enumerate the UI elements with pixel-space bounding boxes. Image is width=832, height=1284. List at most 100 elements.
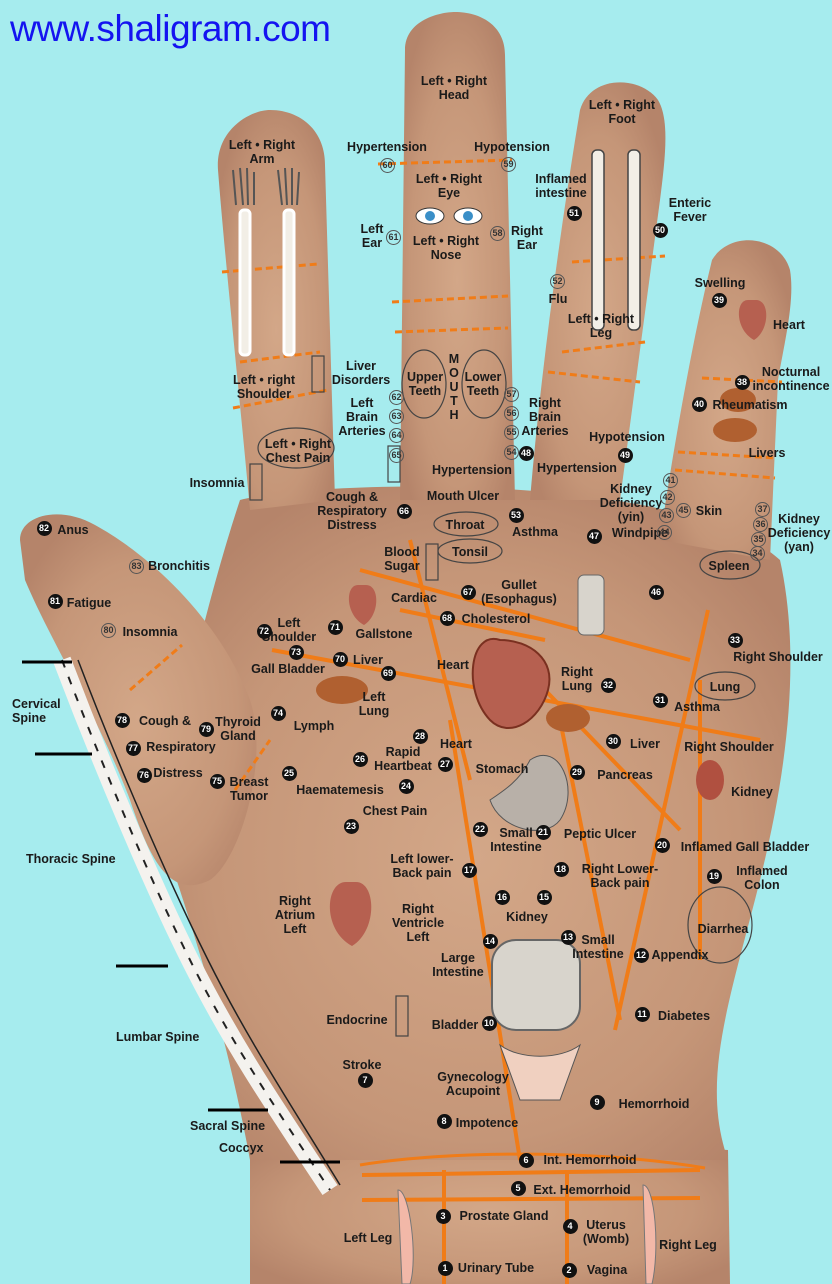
label-lymph: Lymph: [293, 719, 335, 733]
point-13: 13: [560, 929, 576, 945]
label-flu: Flu: [548, 292, 568, 306]
label-left-brain: Left Brain Arteries: [338, 396, 386, 438]
point-53: 53: [508, 507, 524, 523]
label-int-hemorrhoid: Int. Hemorrhoid: [543, 1153, 637, 1167]
point-32: 32: [600, 677, 616, 693]
point-73: 73: [288, 644, 304, 660]
label-nocturnal: Nocturnal incontinence: [752, 365, 830, 393]
point-29: 29: [569, 764, 585, 780]
point-22: 22: [472, 821, 488, 837]
label-kidney-def-yan: Kidney Deficiency (yan): [767, 512, 831, 554]
label-left-ear: Left Ear: [360, 222, 384, 250]
site-url[interactable]: www.shaligram.com: [10, 8, 331, 49]
point-49: 49: [617, 447, 633, 463]
label-thyroid: Thyroid Gland: [215, 715, 261, 743]
label-hypertension-mid: Hypertension: [432, 463, 512, 477]
point-64: 64: [389, 428, 404, 443]
label-hypotension-mid: Hypotension: [589, 430, 665, 444]
point-74: 74: [270, 705, 286, 721]
label-swelling: Swelling: [694, 276, 746, 290]
point-67: 67: [460, 584, 476, 600]
label-insomnia-80: Insomnia: [122, 625, 178, 639]
label-hemorrhoid: Hemorrhoid: [618, 1097, 690, 1111]
point-45: 45: [676, 503, 691, 518]
point-61: 61: [386, 230, 401, 245]
label-fatigue: Fatigue: [66, 596, 112, 610]
point-30: 30: [605, 733, 621, 749]
point-50: 50: [652, 222, 668, 238]
label-inflamed-colon: Inflamed Colon: [736, 864, 788, 892]
label-endocrine: Endocrine: [326, 1013, 388, 1027]
point-77: 77: [125, 740, 141, 756]
label-right-atrium: Right Atrium Left: [274, 894, 316, 936]
eyes: [415, 207, 483, 225]
point-70: 70: [332, 651, 348, 667]
point-82: 82: [36, 520, 52, 536]
point-47: 47: [586, 528, 602, 544]
label-kidney-right: Kidney: [731, 785, 773, 799]
label-windpipe: Windpipe: [611, 526, 669, 540]
point-6: 6: [518, 1152, 534, 1168]
point-41: 41: [663, 473, 678, 488]
label-gallstone: Gallstone: [355, 627, 413, 641]
label-respiratory-77: Respiratory: [146, 740, 216, 754]
point-60: 60: [380, 158, 395, 173]
label-arm: Left • Right Arm: [228, 138, 296, 166]
label-spleen: Spleen: [708, 559, 750, 573]
label-liver-70: Liver: [353, 653, 383, 667]
label-enteric-fever: Enteric Fever: [668, 196, 712, 224]
point-24: 24: [398, 778, 414, 794]
point-26: 26: [352, 751, 368, 767]
label-right-lower-back: Right Lower- Back pain: [581, 862, 659, 890]
label-right-leg: Right Leg: [659, 1238, 717, 1252]
point-1: 1: [437, 1260, 453, 1276]
label-mouth-ulcer: Mouth Ulcer: [426, 489, 500, 503]
label-nose: Left • Right Nose: [412, 234, 480, 262]
point-75: 75: [209, 773, 225, 789]
point-36: 36: [753, 517, 768, 532]
spine-illustration: [53, 656, 341, 1195]
point-59: 59: [501, 157, 516, 172]
label-small-int-22: Small Intestine: [490, 826, 542, 854]
label-asthma-31: Asthma: [674, 700, 720, 714]
label-upper-teeth: Upper Teeth: [406, 370, 444, 398]
point-8: 8: [436, 1113, 452, 1129]
label-right-shoulder-33: Right Shoulder: [733, 650, 823, 664]
point-40: 40: [691, 396, 707, 412]
point-25: 25: [281, 765, 297, 781]
label-asthma-53: Asthma: [512, 525, 558, 539]
label-liver-disorders: Liver Disorders: [331, 359, 391, 387]
point-51: 51: [566, 205, 582, 221]
label-heart-small: Heart: [773, 318, 805, 332]
label-blood-sugar: Blood Sugar: [384, 545, 420, 573]
point-79: 79: [198, 721, 214, 737]
wrist: [250, 1120, 730, 1284]
point-7: 7: [357, 1072, 373, 1088]
point-16: 16: [494, 889, 510, 905]
label-left-lower-back: Left lower- Back pain: [390, 852, 454, 880]
label-small-int-13: Small Intestine: [572, 933, 624, 961]
label-hypotension-top: Hypotension: [474, 140, 550, 154]
label-heart-28: Heart: [440, 737, 472, 751]
point-78: 78: [114, 712, 130, 728]
label-eye: Left • Right Eye: [415, 172, 483, 200]
point-69: 69: [380, 665, 396, 681]
point-46: 46: [648, 584, 664, 600]
point-23: 23: [343, 818, 359, 834]
point-66: 66: [396, 503, 412, 519]
label-vagina: Vagina: [586, 1263, 628, 1277]
label-lumbar-spine: Lumbar Spine: [116, 1030, 200, 1044]
label-lung-oval: Lung: [709, 680, 741, 694]
point-19: 19: [706, 868, 722, 884]
label-ext-hemorrhoid: Ext. Hemorrhoid: [533, 1183, 631, 1197]
point-57: 57: [504, 387, 519, 402]
label-pancreas: Pancreas: [597, 768, 653, 782]
point-12: 12: [633, 947, 649, 963]
label-chest-pain-top: Left • Right Chest Pain: [264, 437, 332, 465]
label-appendix: Appendix: [651, 948, 709, 962]
point-3: 3: [435, 1208, 451, 1224]
point-11: 11: [634, 1006, 650, 1022]
label-bladder: Bladder: [431, 1018, 479, 1032]
point-33: 33: [727, 632, 743, 648]
